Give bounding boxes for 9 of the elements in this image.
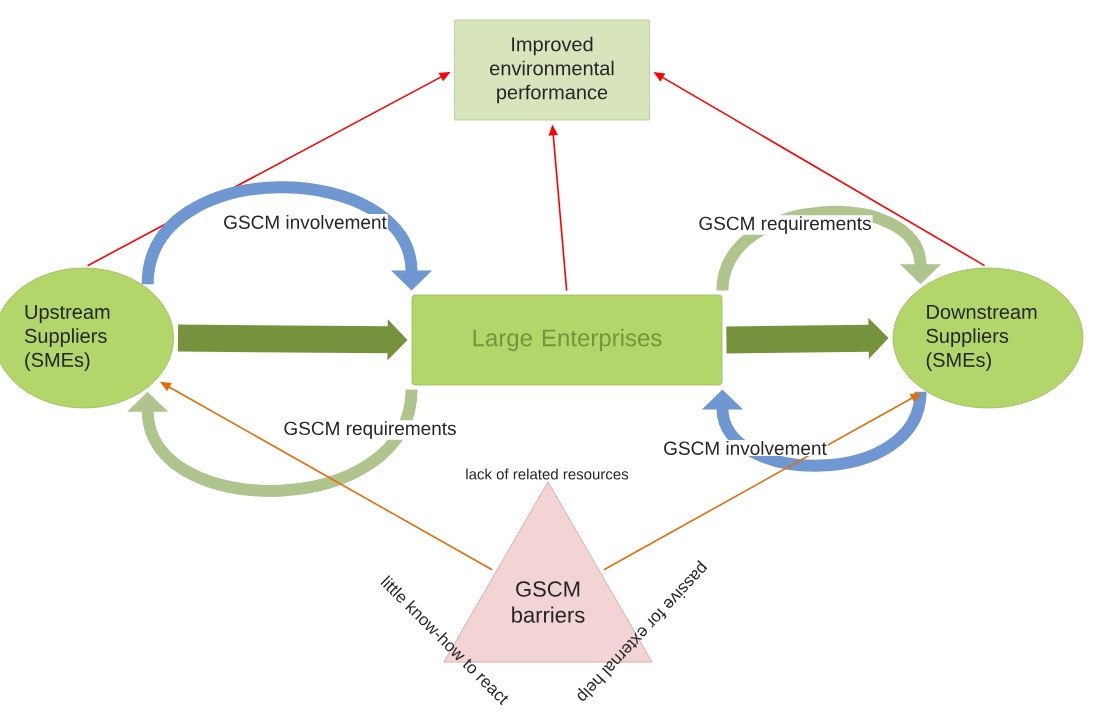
- edge-label: GSCM involvement: [222, 214, 388, 230]
- edge-label: GSCM involvement: [662, 440, 828, 456]
- result-box: Improved environmental performance: [454, 19, 650, 121]
- arrow: [716, 206, 942, 292]
- edge-label: GSCM requirements: [282, 420, 458, 440]
- side-label: lack of related resources: [466, 468, 629, 480]
- edge-label: GSCM requirements: [697, 215, 873, 235]
- arrow: [127, 388, 418, 497]
- process-box: Large Enterprises: [411, 294, 723, 386]
